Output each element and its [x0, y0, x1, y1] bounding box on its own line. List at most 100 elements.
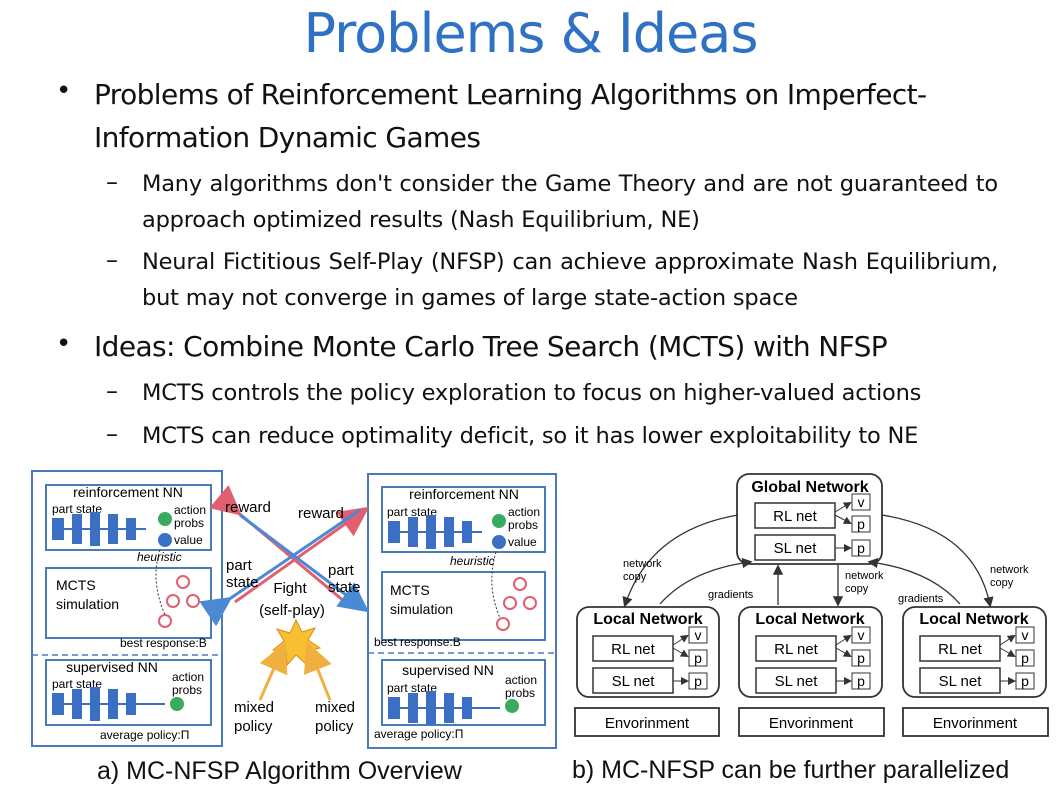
bullet-problems: Problems of Reinforcement Learning Algor…	[94, 78, 927, 154]
svg-text:copy: copy	[623, 571, 647, 583]
page-title: Problems & Ideas	[303, 2, 759, 65]
label-part-state: part state	[52, 502, 102, 516]
svg-text:RL net: RL net	[611, 641, 655, 658]
sub-bullet-game-theory: Many algorithms don't consider the Game …	[142, 171, 998, 233]
left-agent-panel: reinforcement NN part state action probs…	[31, 470, 223, 747]
svg-text:simulation: simulation	[56, 596, 119, 612]
svg-text:supervised NN: supervised NN	[402, 662, 494, 678]
svg-text:supervised NN: supervised NN	[66, 659, 158, 675]
global-network: Global Network RL net SL net v p p	[736, 473, 883, 565]
label-reinforcement-nn: reinforcement NN	[73, 484, 183, 500]
svg-text:simulation: simulation	[390, 601, 453, 617]
bullet-dot: •	[56, 76, 72, 106]
label-reward-left: reward	[225, 499, 271, 516]
svg-text:policy: policy	[234, 718, 273, 735]
svg-text:part state: part state	[387, 681, 437, 695]
svg-text:Envorinment: Envorinment	[769, 715, 854, 732]
svg-text:value: value	[508, 535, 537, 549]
svg-text:probs: probs	[174, 516, 204, 530]
svg-text:part: part	[226, 557, 253, 574]
svg-text:RL net: RL net	[774, 641, 818, 658]
svg-text:Envorinment: Envorinment	[605, 715, 690, 732]
svg-text:heuristic: heuristic	[450, 554, 495, 568]
svg-text:mixed: mixed	[315, 699, 355, 716]
svg-text:Local Network: Local Network	[755, 611, 864, 628]
svg-text:copy: copy	[990, 577, 1014, 589]
sub-bullet-mcts-exploration: MCTS controls the policy exploration to …	[142, 380, 922, 406]
svg-text:Local Network: Local Network	[919, 611, 1028, 628]
svg-text:action: action	[174, 503, 206, 517]
svg-text:v: v	[695, 627, 702, 643]
svg-text:SL net: SL net	[939, 673, 983, 690]
sub-bullet-dash: –	[106, 246, 118, 274]
svg-text:state: state	[328, 579, 361, 596]
svg-text:RL net: RL net	[773, 508, 817, 525]
svg-text:p: p	[694, 650, 702, 666]
figure-a-diagram: reinforcement NN part state action probs…	[31, 470, 557, 749]
svg-text:reinforcement NN: reinforcement NN	[409, 486, 519, 502]
svg-text:p: p	[857, 673, 865, 689]
svg-text:SL net: SL net	[774, 540, 818, 557]
svg-text:network: network	[990, 564, 1029, 576]
svg-text:RL net: RL net	[938, 641, 982, 658]
svg-text:best response:B: best response:B	[120, 636, 207, 650]
svg-text:Global Network: Global Network	[751, 479, 868, 496]
svg-text:action: action	[508, 505, 540, 519]
svg-text:part state: part state	[52, 677, 102, 691]
svg-text:p: p	[694, 673, 702, 689]
svg-text:average policy:Π: average policy:Π	[100, 728, 189, 742]
sub-bullet-dash: –	[106, 420, 118, 448]
svg-text:best response:B: best response:B	[374, 635, 461, 649]
svg-text:MCTS: MCTS	[390, 582, 430, 598]
svg-text:state: state	[226, 574, 259, 591]
bullet-ideas: Ideas: Combine Monte Carlo Tree Search (…	[94, 330, 888, 363]
local-network-2: Local Network RL net SL net v p p	[738, 606, 883, 698]
svg-text:network: network	[623, 558, 662, 570]
svg-text:MCTS: MCTS	[56, 577, 96, 593]
svg-text:probs: probs	[508, 518, 538, 532]
svg-text:copy: copy	[845, 583, 869, 595]
svg-text:p: p	[857, 516, 865, 532]
svg-text:part: part	[328, 562, 355, 579]
bullet-dot: •	[56, 329, 72, 359]
sub-bullet-dash: –	[106, 168, 118, 196]
svg-text:part state: part state	[387, 505, 437, 519]
svg-text:p: p	[1021, 673, 1029, 689]
svg-text:p: p	[857, 540, 865, 556]
svg-text:Envorinment: Envorinment	[933, 715, 1018, 732]
svg-text:probs: probs	[172, 683, 202, 697]
svg-text:v: v	[1022, 627, 1029, 643]
svg-text:average policy:Π: average policy:Π	[374, 727, 463, 741]
svg-text:network: network	[845, 570, 884, 582]
environment-boxes: Envorinment Envorinment Envorinment	[574, 707, 1049, 737]
figure-b-diagram: Global Network RL net SL net v p p Local…	[574, 473, 1049, 737]
svg-text:action: action	[172, 670, 204, 684]
svg-text:action: action	[505, 673, 537, 687]
local-network-3: Local Network RL net SL net v p p	[902, 606, 1047, 698]
svg-text:heuristic: heuristic	[137, 550, 182, 564]
sub-bullet-nfsp: Neural Fictitious Self-Play (NFSP) can a…	[142, 249, 998, 311]
svg-text:gradients: gradients	[708, 589, 754, 601]
svg-text:v: v	[858, 494, 865, 510]
svg-text:value: value	[174, 533, 203, 547]
svg-text:mixed: mixed	[234, 699, 274, 716]
svg-text:(self-play): (self-play)	[259, 602, 325, 619]
sub-bullet-mcts-deficit: MCTS can reduce optimality deficit, so i…	[142, 423, 919, 449]
svg-text:SL net: SL net	[775, 673, 819, 690]
svg-text:gradients: gradients	[898, 593, 944, 605]
right-agent-panel: reinforcement NN part state action probs…	[367, 473, 557, 749]
fight-burst-icon	[271, 618, 322, 667]
svg-text:Local Network: Local Network	[593, 611, 702, 628]
local-network-1: Local Network RL net SL net v p p	[576, 606, 720, 698]
svg-text:v: v	[858, 627, 865, 643]
svg-text:p: p	[857, 650, 865, 666]
svg-text:policy: policy	[315, 718, 354, 735]
svg-text:p: p	[1021, 650, 1029, 666]
svg-text:SL net: SL net	[612, 673, 656, 690]
figure-b-caption: b) MC-NFSP can be further parallelized	[572, 756, 1010, 784]
figure-a-caption: a) MC-NFSP Algorithm Overview	[97, 757, 462, 785]
label-fight: Fight	[273, 580, 307, 597]
svg-text:probs: probs	[505, 686, 535, 700]
sub-bullet-dash: –	[106, 377, 118, 405]
label-reward-right: reward	[298, 505, 344, 522]
